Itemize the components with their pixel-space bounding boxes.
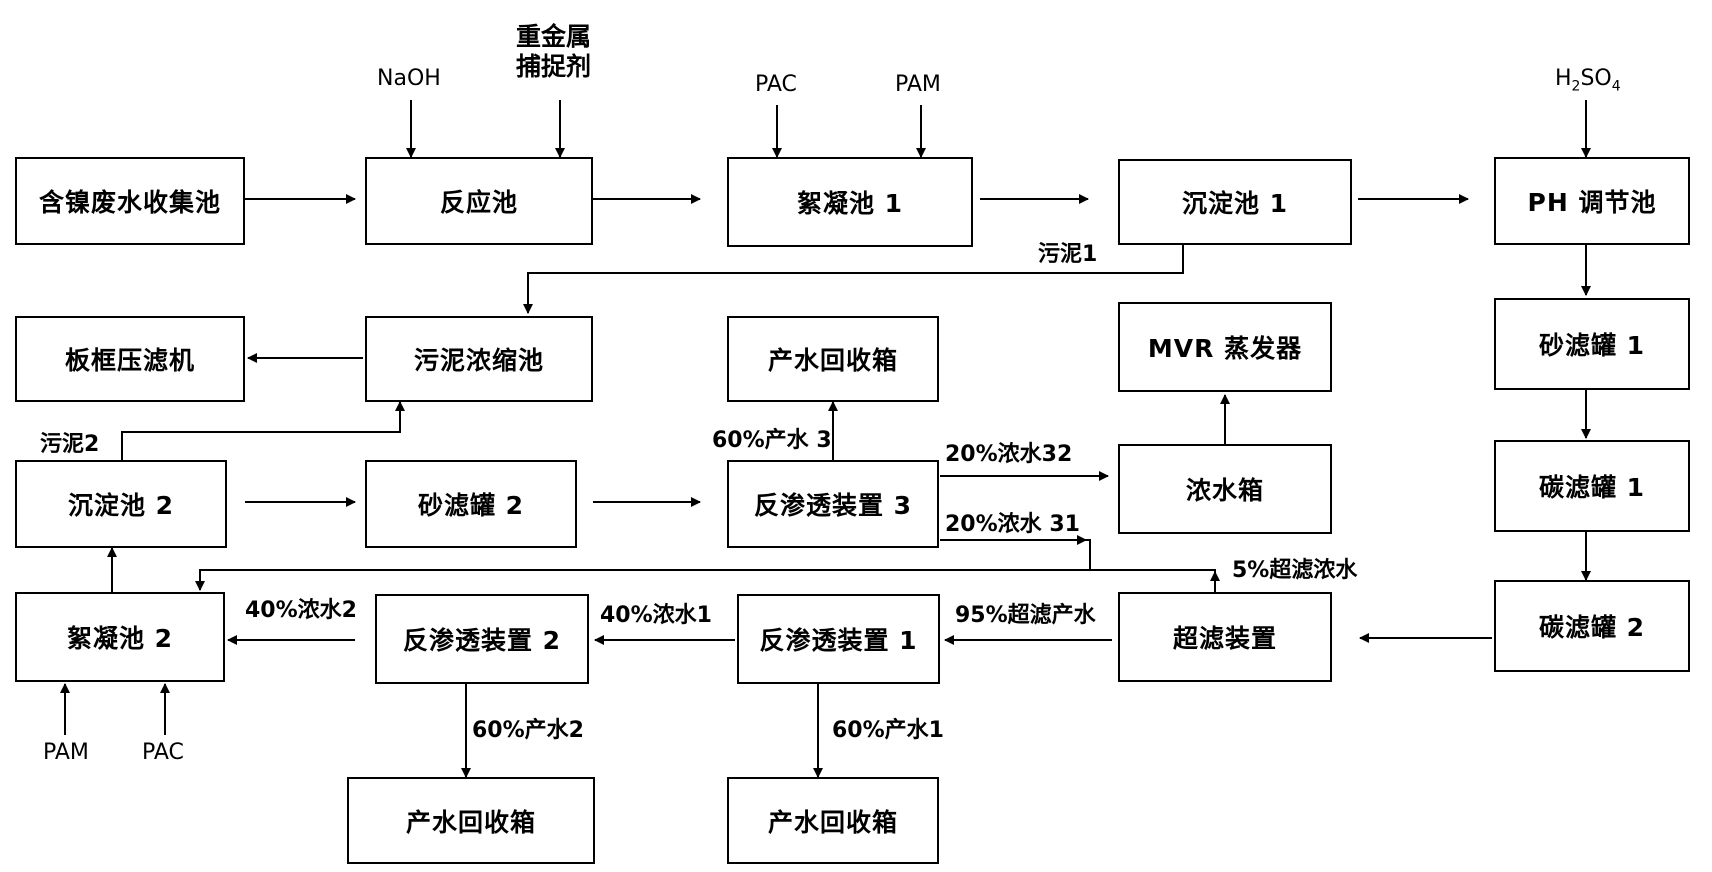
label-sludge-2: 污泥2 — [40, 432, 100, 457]
box-flocculation-tank-1: 絮凝池 1 — [727, 157, 973, 247]
label-pac-top: PAC — [755, 72, 797, 97]
box-carbon-filter-1: 碳滤罐 1 — [1494, 440, 1690, 532]
box-sludge-thickener: 污泥浓缩池 — [365, 316, 593, 402]
box-sand-filter-2: 砂滤罐 2 — [365, 460, 577, 548]
label-product-2: 60%产水2 — [472, 718, 584, 743]
label-h2so4: H2SO4 — [1555, 66, 1621, 99]
label-pam-top: PAM — [895, 72, 941, 97]
label-sludge-1: 污泥1 — [1038, 242, 1098, 267]
box-product-recovery-bottom-left: 产水回收箱 — [347, 777, 595, 864]
label-naoh: NaOH — [377, 66, 441, 91]
arrow-return-line — [195, 569, 1216, 592]
box-flocculation-tank-2: 絮凝池 2 — [15, 592, 225, 682]
box-product-recovery-bottom-mid: 产水回收箱 — [727, 777, 939, 864]
label-h2so4-so: SO — [1580, 66, 1612, 91]
box-ph-adjust-tank: PH 调节池 — [1494, 157, 1690, 245]
label-concentrate-32: 20%浓水32 — [945, 442, 1073, 467]
box-settling-tank-1: 沉淀池 1 — [1118, 159, 1352, 245]
label-pac-bottom: PAC — [142, 740, 184, 765]
label-product-3: 60%产水 3 — [712, 428, 832, 453]
box-product-recovery-top: 产水回收箱 — [727, 316, 939, 402]
label-h2so4-h: H — [1555, 66, 1572, 91]
box-plate-frame-press: 板框压滤机 — [15, 316, 245, 402]
arrow-sludge1 — [523, 245, 1184, 314]
label-h2so4-sub4: 4 — [1611, 78, 1621, 95]
box-reaction-tank: 反应池 — [365, 157, 593, 245]
label-capture-line1: 重金属 — [516, 22, 592, 51]
label-h2so4-sub2: 2 — [1571, 78, 1581, 95]
box-ultrafiltration-unit: 超滤装置 — [1118, 592, 1332, 682]
box-sand-filter-1: 砂滤罐 1 — [1494, 298, 1690, 390]
label-heavy-metal-capture: 重金属 捕捉剂 — [516, 22, 591, 82]
box-ro-unit-3: 反渗透装置 3 — [727, 460, 939, 548]
label-uf-concentrate: 5%超滤浓水 — [1232, 558, 1358, 583]
box-mvr-evaporator: MVR 蒸发器 — [1118, 302, 1332, 392]
label-concentrate-2: 40%浓水2 — [245, 598, 357, 623]
box-carbon-filter-2: 碳滤罐 2 — [1494, 580, 1690, 672]
label-uf-product: 95%超滤产水 — [955, 603, 1096, 628]
label-product-1: 60%产水1 — [832, 718, 944, 743]
box-settling-tank-2: 沉淀池 2 — [15, 460, 227, 548]
box-ro-unit-2: 反渗透装置 2 — [375, 594, 589, 684]
box-ro-unit-1: 反渗透装置 1 — [737, 594, 940, 684]
box-collection-tank: 含镍废水收集池 — [15, 157, 245, 245]
arrow-conc31 — [940, 539, 1091, 569]
box-concentrate-tank: 浓水箱 — [1118, 444, 1332, 534]
label-concentrate-31: 20%浓水 31 — [945, 512, 1080, 537]
label-capture-line2: 捕捉剂 — [516, 52, 592, 81]
arrow-sludge2 — [121, 401, 405, 460]
label-pam-bottom: PAM — [43, 740, 89, 765]
label-concentrate-1: 40%浓水1 — [600, 603, 712, 628]
